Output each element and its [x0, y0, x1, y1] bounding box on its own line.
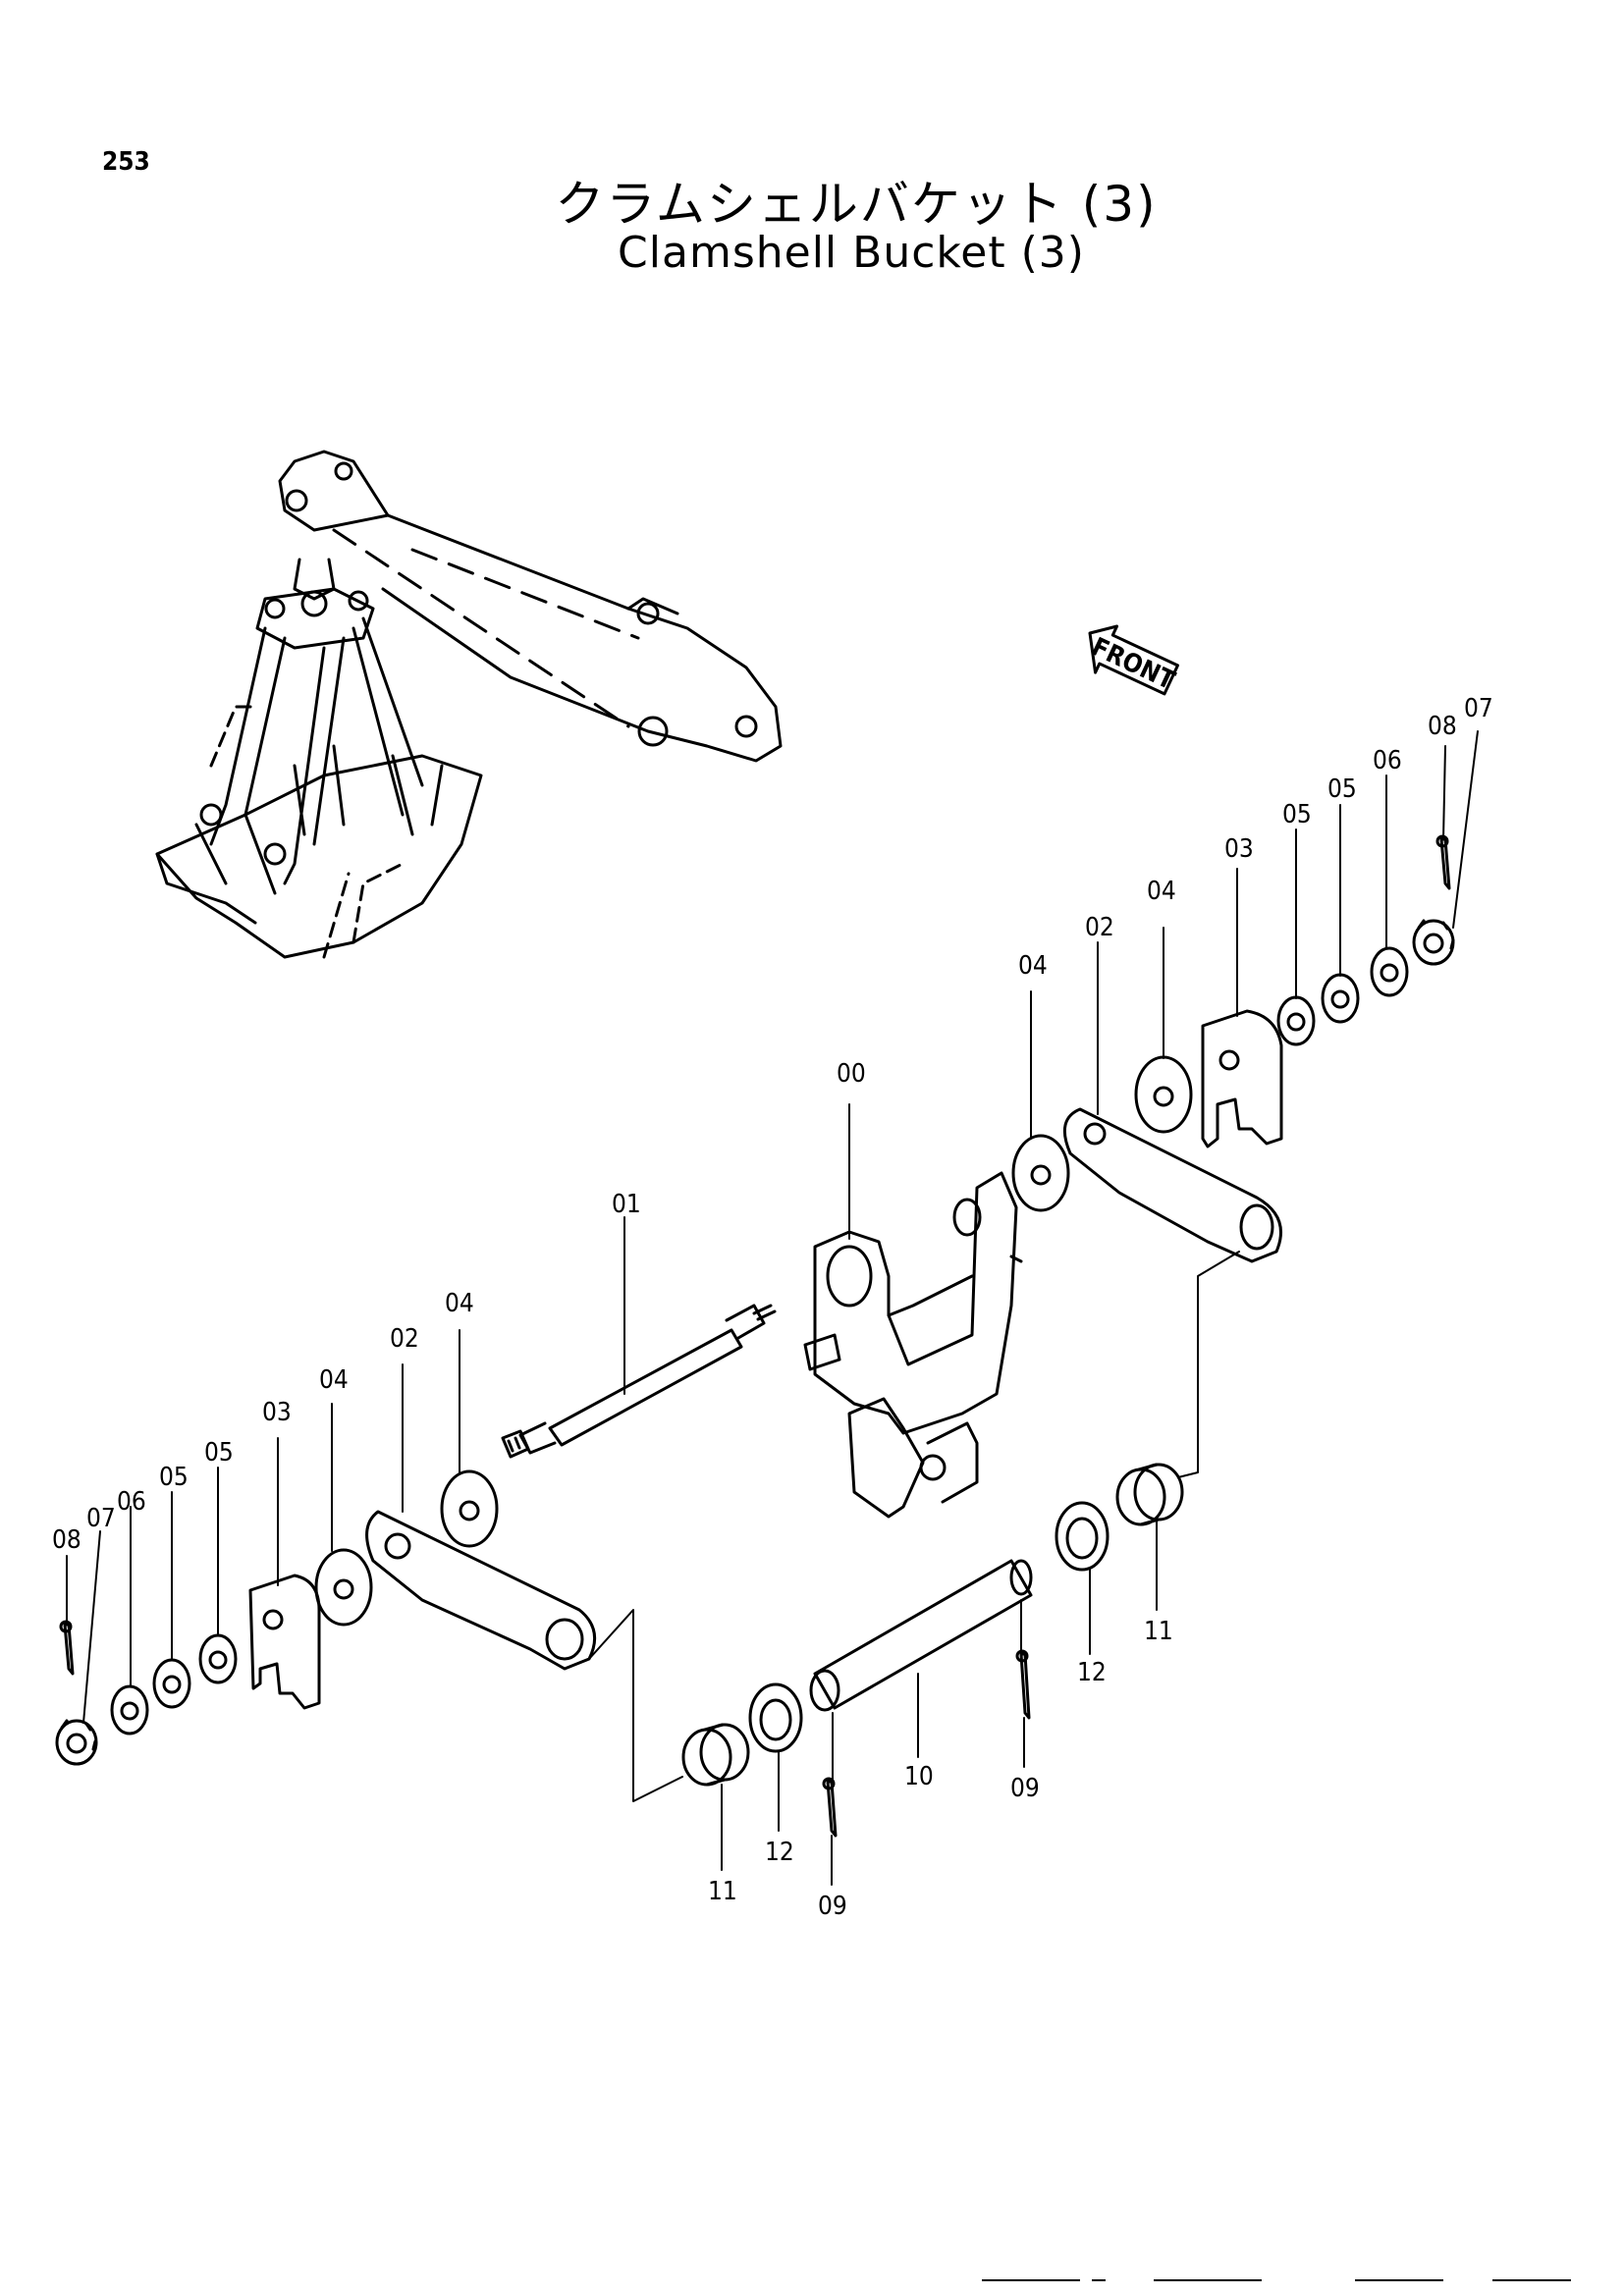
callout-04: 04: [1147, 877, 1176, 906]
footer-rule: [1355, 2279, 1443, 2281]
page-number: 253: [102, 147, 150, 177]
callout-05: 05: [159, 1463, 189, 1492]
callout-07: 07: [86, 1504, 116, 1533]
part-05-06-washers: [110, 946, 1409, 1735]
part-11-bushings: [681, 1463, 1184, 1787]
callout-08: 08: [1428, 712, 1457, 741]
callout-labels: 00 01 02 02 03 03 04 04 04 04 05 05 05 0…: [52, 694, 1493, 1921]
callout-01: 01: [612, 1190, 641, 1219]
callout-05: 05: [204, 1438, 234, 1468]
callout-03: 03: [262, 1398, 292, 1427]
callout-03: 03: [1224, 834, 1254, 864]
callout-00: 00: [837, 1059, 866, 1089]
callout-11: 11: [708, 1877, 737, 1906]
footer-rule: [1492, 2279, 1571, 2281]
footer-rule: [982, 2279, 1080, 2281]
callout-09: 09: [1010, 1774, 1040, 1803]
part-01-pin: [501, 1304, 777, 1459]
callout-04: 04: [445, 1289, 474, 1318]
callout-leader-lines: [66, 730, 1479, 1886]
part-00-bracket: [803, 1171, 1023, 1519]
callout-05: 05: [1282, 800, 1312, 829]
callout-05: 05: [1327, 774, 1357, 804]
part-09-cotter-pins: [822, 1649, 1031, 1838]
callout-06: 06: [117, 1487, 146, 1517]
callout-11: 11: [1144, 1617, 1173, 1646]
front-arrow-label: FRONT: [1087, 632, 1179, 696]
part-10-long-pin: [809, 1559, 1033, 1712]
part-03-plate-right: [1201, 1009, 1283, 1148]
callout-04: 04: [319, 1365, 349, 1395]
callout-02: 02: [1085, 913, 1114, 942]
part-02-link-right: [1062, 1107, 1282, 1263]
machine-overview-illustration: [155, 450, 783, 959]
assembly-connector-lines: [588, 1251, 1240, 1802]
callout-06: 06: [1373, 746, 1402, 775]
footer-rule: [1154, 2279, 1262, 2281]
part-04-washers: [314, 1055, 1193, 1627]
part-07-castle-nuts: [55, 919, 1455, 1766]
part-12-washers: [748, 1501, 1110, 1753]
footer-rule: [1092, 2279, 1106, 2281]
part-03-plate-left: [248, 1574, 321, 1710]
callout-12: 12: [765, 1838, 794, 1867]
callout-02: 02: [390, 1324, 419, 1354]
callout-08: 08: [52, 1525, 81, 1555]
callout-12: 12: [1077, 1658, 1107, 1687]
callout-10: 10: [904, 1762, 934, 1791]
front-direction-arrow: [1088, 624, 1179, 696]
callout-07: 07: [1464, 694, 1493, 723]
callout-04: 04: [1018, 951, 1048, 981]
callout-09: 09: [818, 1892, 847, 1921]
part-02-link-left: [365, 1510, 597, 1671]
title-japanese: クラムシェルバケット (3): [555, 176, 1158, 233]
title-english: Clamshell Bucket (3): [618, 228, 1085, 278]
